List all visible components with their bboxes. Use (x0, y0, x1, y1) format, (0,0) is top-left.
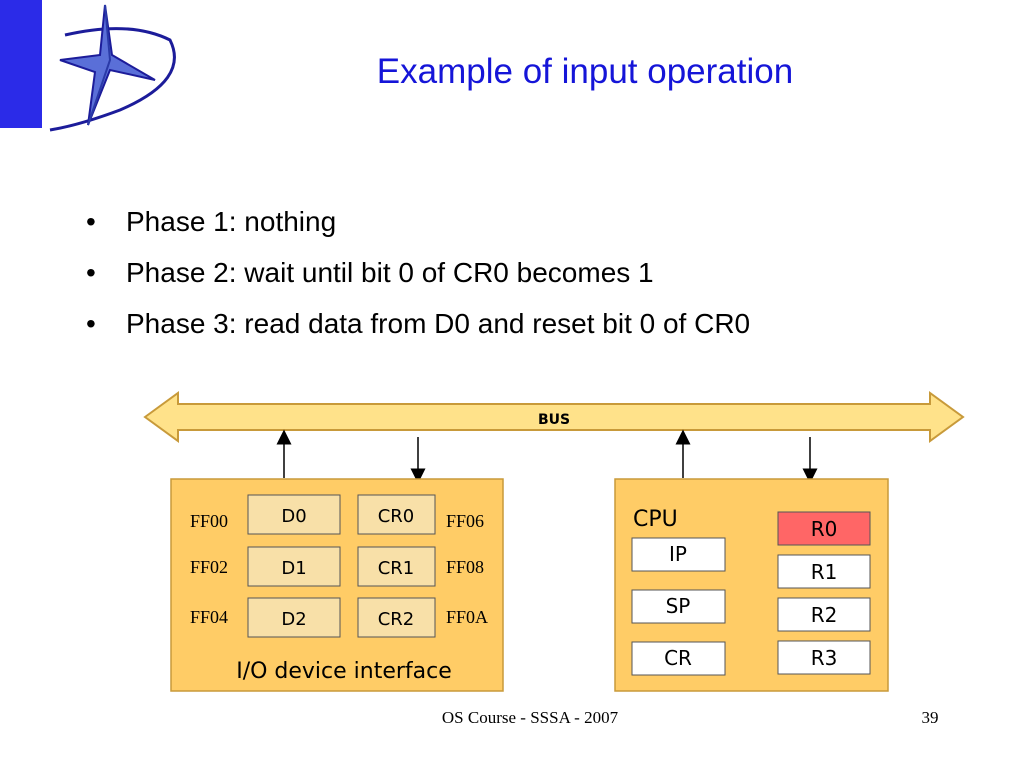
register-r3-label: R3 (811, 646, 838, 670)
register-ip-label: IP (669, 542, 687, 566)
register-d1 (247, 546, 341, 587)
register-cr0 (357, 494, 436, 535)
register-r3 (777, 640, 871, 675)
register-cr0-label: CR0 (378, 506, 415, 527)
register-r2 (777, 597, 871, 632)
register-cr1 (357, 546, 436, 587)
register-r0 (777, 511, 871, 546)
address-ff0a: FF0A (446, 607, 488, 627)
register-cr-label: CR (664, 646, 692, 670)
register-d0 (247, 494, 341, 535)
bullet-dot: • (86, 308, 96, 339)
register-cr2-label: CR2 (378, 609, 415, 630)
bullet-list: • Phase 1: nothing • Phase 2: wait until b… (86, 203, 750, 356)
register-ip (631, 537, 726, 572)
bullet-text: Phase 1: nothing (126, 206, 337, 237)
bullet-text: Phase 2: wait until bit 0 of CR0 becomes… (126, 257, 654, 288)
page-number: 39 (921, 708, 939, 727)
register-d1-label: D1 (281, 558, 306, 579)
register-cr2 (357, 597, 436, 638)
address-ff06: FF06 (446, 511, 484, 531)
address-ff02: FF02 (190, 557, 228, 577)
cpu-label: CPU (633, 507, 678, 532)
address-ff08: FF08 (446, 557, 484, 577)
bullet-dot: • (86, 206, 96, 237)
register-d0-label: D0 (281, 506, 306, 527)
address-ff00: FF00 (190, 511, 228, 531)
bullet-text: Phase 3: read data from D0 and reset bit… (126, 308, 751, 339)
slide-title: Example of input operation (376, 52, 794, 91)
bullet-dot: • (86, 257, 96, 288)
register-r1 (777, 554, 871, 589)
bus-label: BUS (538, 412, 570, 428)
bus-arrow (143, 391, 965, 443)
slide-footer: OS Course - SSSA - 2007 (441, 708, 619, 727)
register-r1-label: R1 (811, 560, 838, 584)
register-cr1-label: CR1 (378, 558, 415, 579)
register-r0-label: R0 (811, 517, 838, 541)
logo-icon (49, 4, 176, 132)
io-interface-label: I/O device interface (236, 659, 452, 684)
bullet-item: • Phase 2: wait until bit 0 of CR0 become… (86, 254, 750, 305)
register-r2-label: R2 (811, 603, 838, 627)
bullet-item: • Phase 3: read data from D0 and reset bi… (86, 305, 750, 356)
bullet-item: • Phase 1: nothing (86, 203, 750, 254)
register-sp (631, 589, 726, 624)
sidebar-accent (0, 0, 42, 128)
register-sp-label: SP (666, 594, 691, 618)
register-d2-label: D2 (281, 609, 306, 630)
register-cr (631, 641, 726, 676)
register-d2 (247, 597, 341, 638)
address-ff04: FF04 (190, 607, 228, 627)
